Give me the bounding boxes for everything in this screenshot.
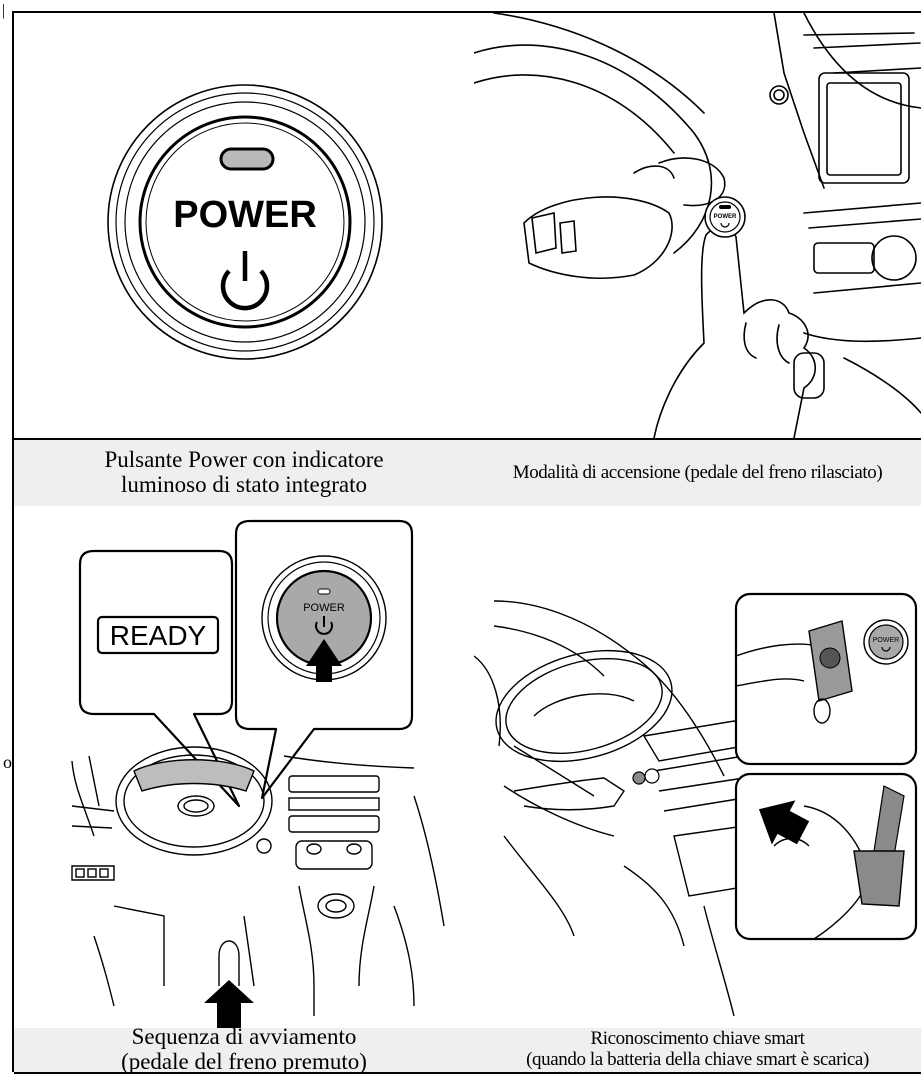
- panel-power-button: POWER: [14, 13, 476, 440]
- ready-indicator: READY: [110, 620, 207, 651]
- caption-text: Pulsante Power con indicatore luminoso d…: [104, 448, 383, 498]
- panel-finger-press: POWER: [474, 13, 921, 440]
- power-label-callout: POWER: [303, 602, 345, 614]
- caption-power-button: Pulsante Power con indicatore luminoso d…: [14, 440, 476, 508]
- caption-ready-sequence: Sequenza di avviamento (pedale del freno…: [14, 1028, 476, 1074]
- power-label-small: POWER: [714, 214, 737, 220]
- caption-activation-mode: Modalità di accensione (pedale del freno…: [474, 440, 921, 508]
- panel-smart-key: POWER: [474, 506, 921, 1030]
- status-indicator-light: [221, 149, 273, 169]
- caption-text: Sequenza di avviamento (pedale del freno…: [121, 1028, 367, 1074]
- brake-arrow-icon: [204, 980, 254, 1028]
- power-button-illustration: POWER: [14, 13, 474, 438]
- caption-text: Modalità di accensione (pedale del freno…: [513, 463, 883, 484]
- caption-smart-key: Riconoscimento chiave smart (quando la b…: [474, 1028, 921, 1074]
- margin-mark-middle: o: [3, 752, 12, 773]
- power-label: POWER: [173, 194, 317, 236]
- smart-key-illustration: POWER: [474, 506, 921, 1028]
- panel-ready-sequence: READY POWER: [14, 506, 476, 1030]
- finger-press-illustration: POWER: [474, 13, 921, 438]
- ready-sequence-illustration: READY POWER: [14, 506, 474, 1028]
- caption-text: Riconoscimento chiave smart (quando la b…: [526, 1029, 869, 1070]
- margin-mark-top: |: [2, 2, 5, 20]
- brake-pedal: [854, 851, 904, 906]
- figure-grid: POWER: [12, 11, 921, 1072]
- power-label-key-callout: POWER: [873, 637, 899, 644]
